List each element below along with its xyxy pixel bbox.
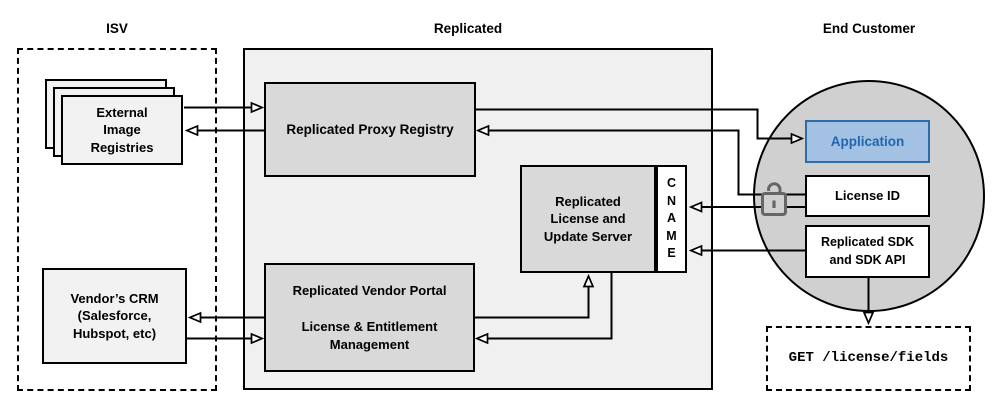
replicated-vendor-portal-label: Replicated Vendor Portal License & Entit… bbox=[292, 282, 447, 352]
cname-label: CNAME bbox=[666, 176, 677, 261]
license-id-label: License ID bbox=[834, 188, 901, 204]
cname-node: CNAME bbox=[656, 165, 687, 273]
section-title-isv: ISV bbox=[106, 21, 128, 36]
replicated-license-update-server-node: Replicated License and Update Server bbox=[520, 165, 656, 273]
replicated-proxy-registry-node: Replicated Proxy Registry bbox=[264, 82, 476, 177]
section-title-end-customer: End Customer bbox=[822, 21, 916, 36]
isv-region bbox=[17, 48, 217, 391]
replicated-vendor-portal-node: Replicated Vendor Portal License & Entit… bbox=[264, 263, 475, 372]
external-image-registries-node: External Image Registries bbox=[61, 95, 183, 165]
application-node: Application bbox=[805, 120, 930, 163]
section-title-replicated: Replicated bbox=[433, 21, 503, 36]
vendors-crm-node: Vendor’s CRM (Salesforce, Hubspot, etc) bbox=[42, 268, 187, 364]
external-image-registries-label: External Image Registries bbox=[90, 104, 154, 155]
replicated-proxy-registry-label: Replicated Proxy Registry bbox=[286, 121, 454, 137]
license-id-node: License ID bbox=[805, 175, 930, 217]
replicated-sdk-node: Replicated SDK and SDK API bbox=[805, 225, 930, 278]
application-label: Application bbox=[830, 133, 905, 149]
get-license-fields-node: GET /license/fields bbox=[766, 326, 971, 391]
get-license-fields-label: GET /license/fields bbox=[788, 349, 949, 366]
replicated-sdk-label: Replicated SDK and SDK API bbox=[820, 235, 915, 267]
replicated-license-update-server-label: Replicated License and Update Server bbox=[543, 193, 633, 244]
vendors-crm-label: Vendor’s CRM (Salesforce, Hubspot, etc) bbox=[70, 290, 159, 341]
